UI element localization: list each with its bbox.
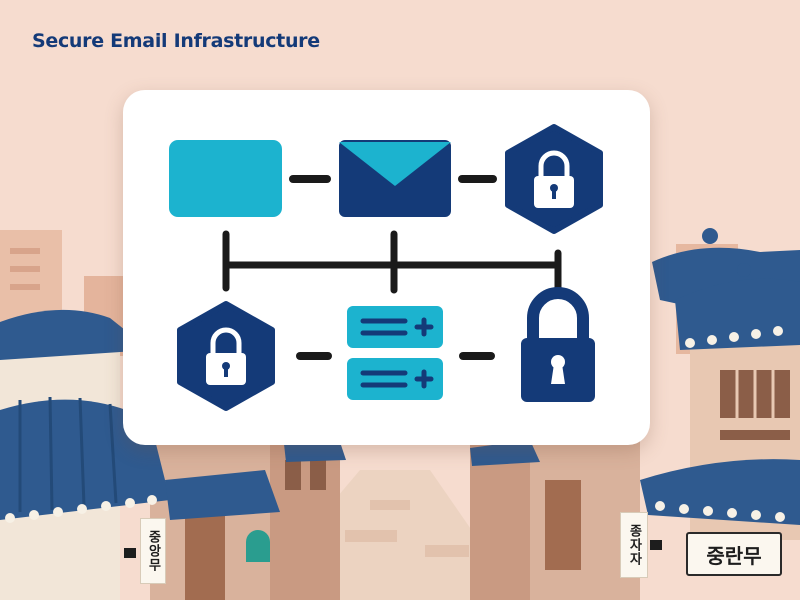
street-sign-middle: 종자자	[620, 512, 648, 578]
street-sign-left: 중앙무	[140, 518, 166, 584]
padlock-icon	[521, 287, 595, 402]
left-building-wall	[270, 440, 340, 600]
left-roof-small	[165, 470, 280, 520]
right-building-wall	[470, 445, 530, 600]
rectangle-block-icon	[169, 140, 282, 217]
street-sign-right: 중란무	[686, 532, 782, 576]
padlock-hexagon-icon	[177, 301, 275, 411]
right-roof-mid	[675, 278, 800, 350]
left-roof-top	[0, 309, 150, 360]
envelope-icon	[339, 140, 451, 217]
bracket-connector	[222, 230, 562, 294]
page-title: Secure Email Infrastructure	[32, 30, 320, 52]
server-stack-icon	[347, 306, 443, 400]
diagram-canvas	[169, 124, 603, 411]
diagram-card	[123, 90, 650, 445]
padlock-hexagon-icon	[505, 124, 603, 234]
